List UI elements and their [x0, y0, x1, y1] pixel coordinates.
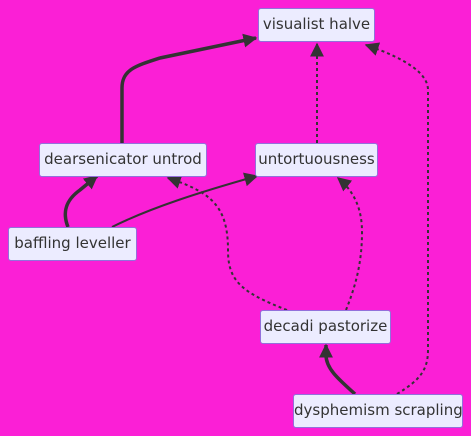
- edge-dearsenicator-to-visualist: [120, 33, 258, 143]
- node-baffling-leveller[interactable]: baffling leveller: [8, 227, 137, 261]
- node-visualist-halve[interactable]: visualist halve: [258, 8, 375, 42]
- edge-dysphemism-to-decadi: [319, 343, 357, 396]
- edge-decadi-to-untortuousness: [336, 177, 364, 311]
- edge-baffling-to-untortuousness: [111, 172, 259, 228]
- node-dearsenicator-untrod[interactable]: dearsenicator untrod: [39, 143, 207, 177]
- node-dysphemism-scrapling[interactable]: dysphemism scrapling: [293, 394, 463, 428]
- edge-decadi-to-dearsenicator: [166, 175, 288, 311]
- node-decadi-pastorize[interactable]: decadi pastorize: [260, 310, 391, 344]
- edge-baffling-to-dearsenicator: [63, 174, 99, 228]
- node-untortuousness[interactable]: untortuousness: [255, 143, 378, 177]
